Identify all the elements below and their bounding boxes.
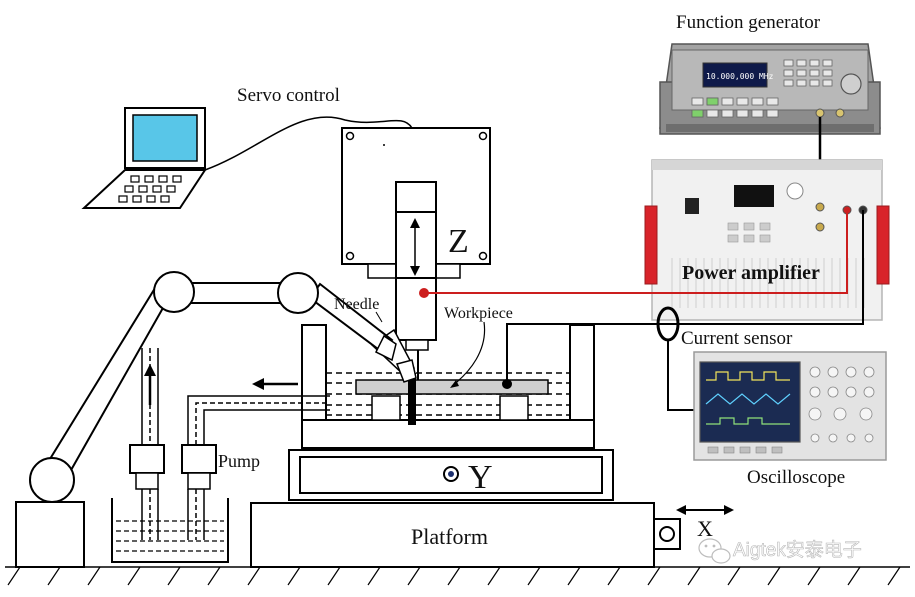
z-axis-label: Z [448, 223, 469, 260]
needle-label: Needle [334, 296, 379, 313]
reservoir [111, 498, 229, 563]
z-servo-unit [341, 127, 491, 380]
platform [250, 502, 681, 568]
servo-cable [204, 116, 413, 171]
return-pipe [141, 348, 159, 445]
laptop-icon [81, 107, 207, 209]
function-generator-label: Function generator [676, 12, 821, 33]
platform-label: Platform [411, 524, 488, 549]
tank [301, 324, 595, 449]
signal-wire [424, 210, 848, 294]
pump-icon [129, 444, 217, 540]
power-amplifier-icon [644, 159, 890, 321]
return-wire [506, 210, 864, 384]
oscilloscope-label: Oscilloscope [747, 467, 845, 488]
power-amplifier-label: Power amplifier [682, 262, 820, 284]
robot-arm [15, 271, 397, 568]
oscilloscope-icon [693, 351, 887, 461]
y-stage [288, 449, 614, 501]
x-axis-label: X [697, 516, 713, 541]
y-axis-stage-label: Y [468, 459, 493, 496]
function-generator-icon [659, 43, 881, 135]
x-axis-arrow [676, 505, 734, 515]
wechat-icon [698, 538, 731, 564]
electrode-contact [419, 288, 429, 298]
workpiece-label: Workpiece [444, 305, 513, 322]
watermark: Aigtek安泰电子 [698, 538, 862, 564]
servo-control-label: Servo control [237, 85, 340, 106]
feed-pipe [187, 378, 330, 445]
watermark-text: Aigtek安泰电子 [733, 539, 862, 561]
function-generator-display: 10.000,000 MHz [706, 72, 774, 81]
current-sensor-label: Current sensor [681, 328, 793, 349]
pump-label: Pump [218, 451, 260, 471]
